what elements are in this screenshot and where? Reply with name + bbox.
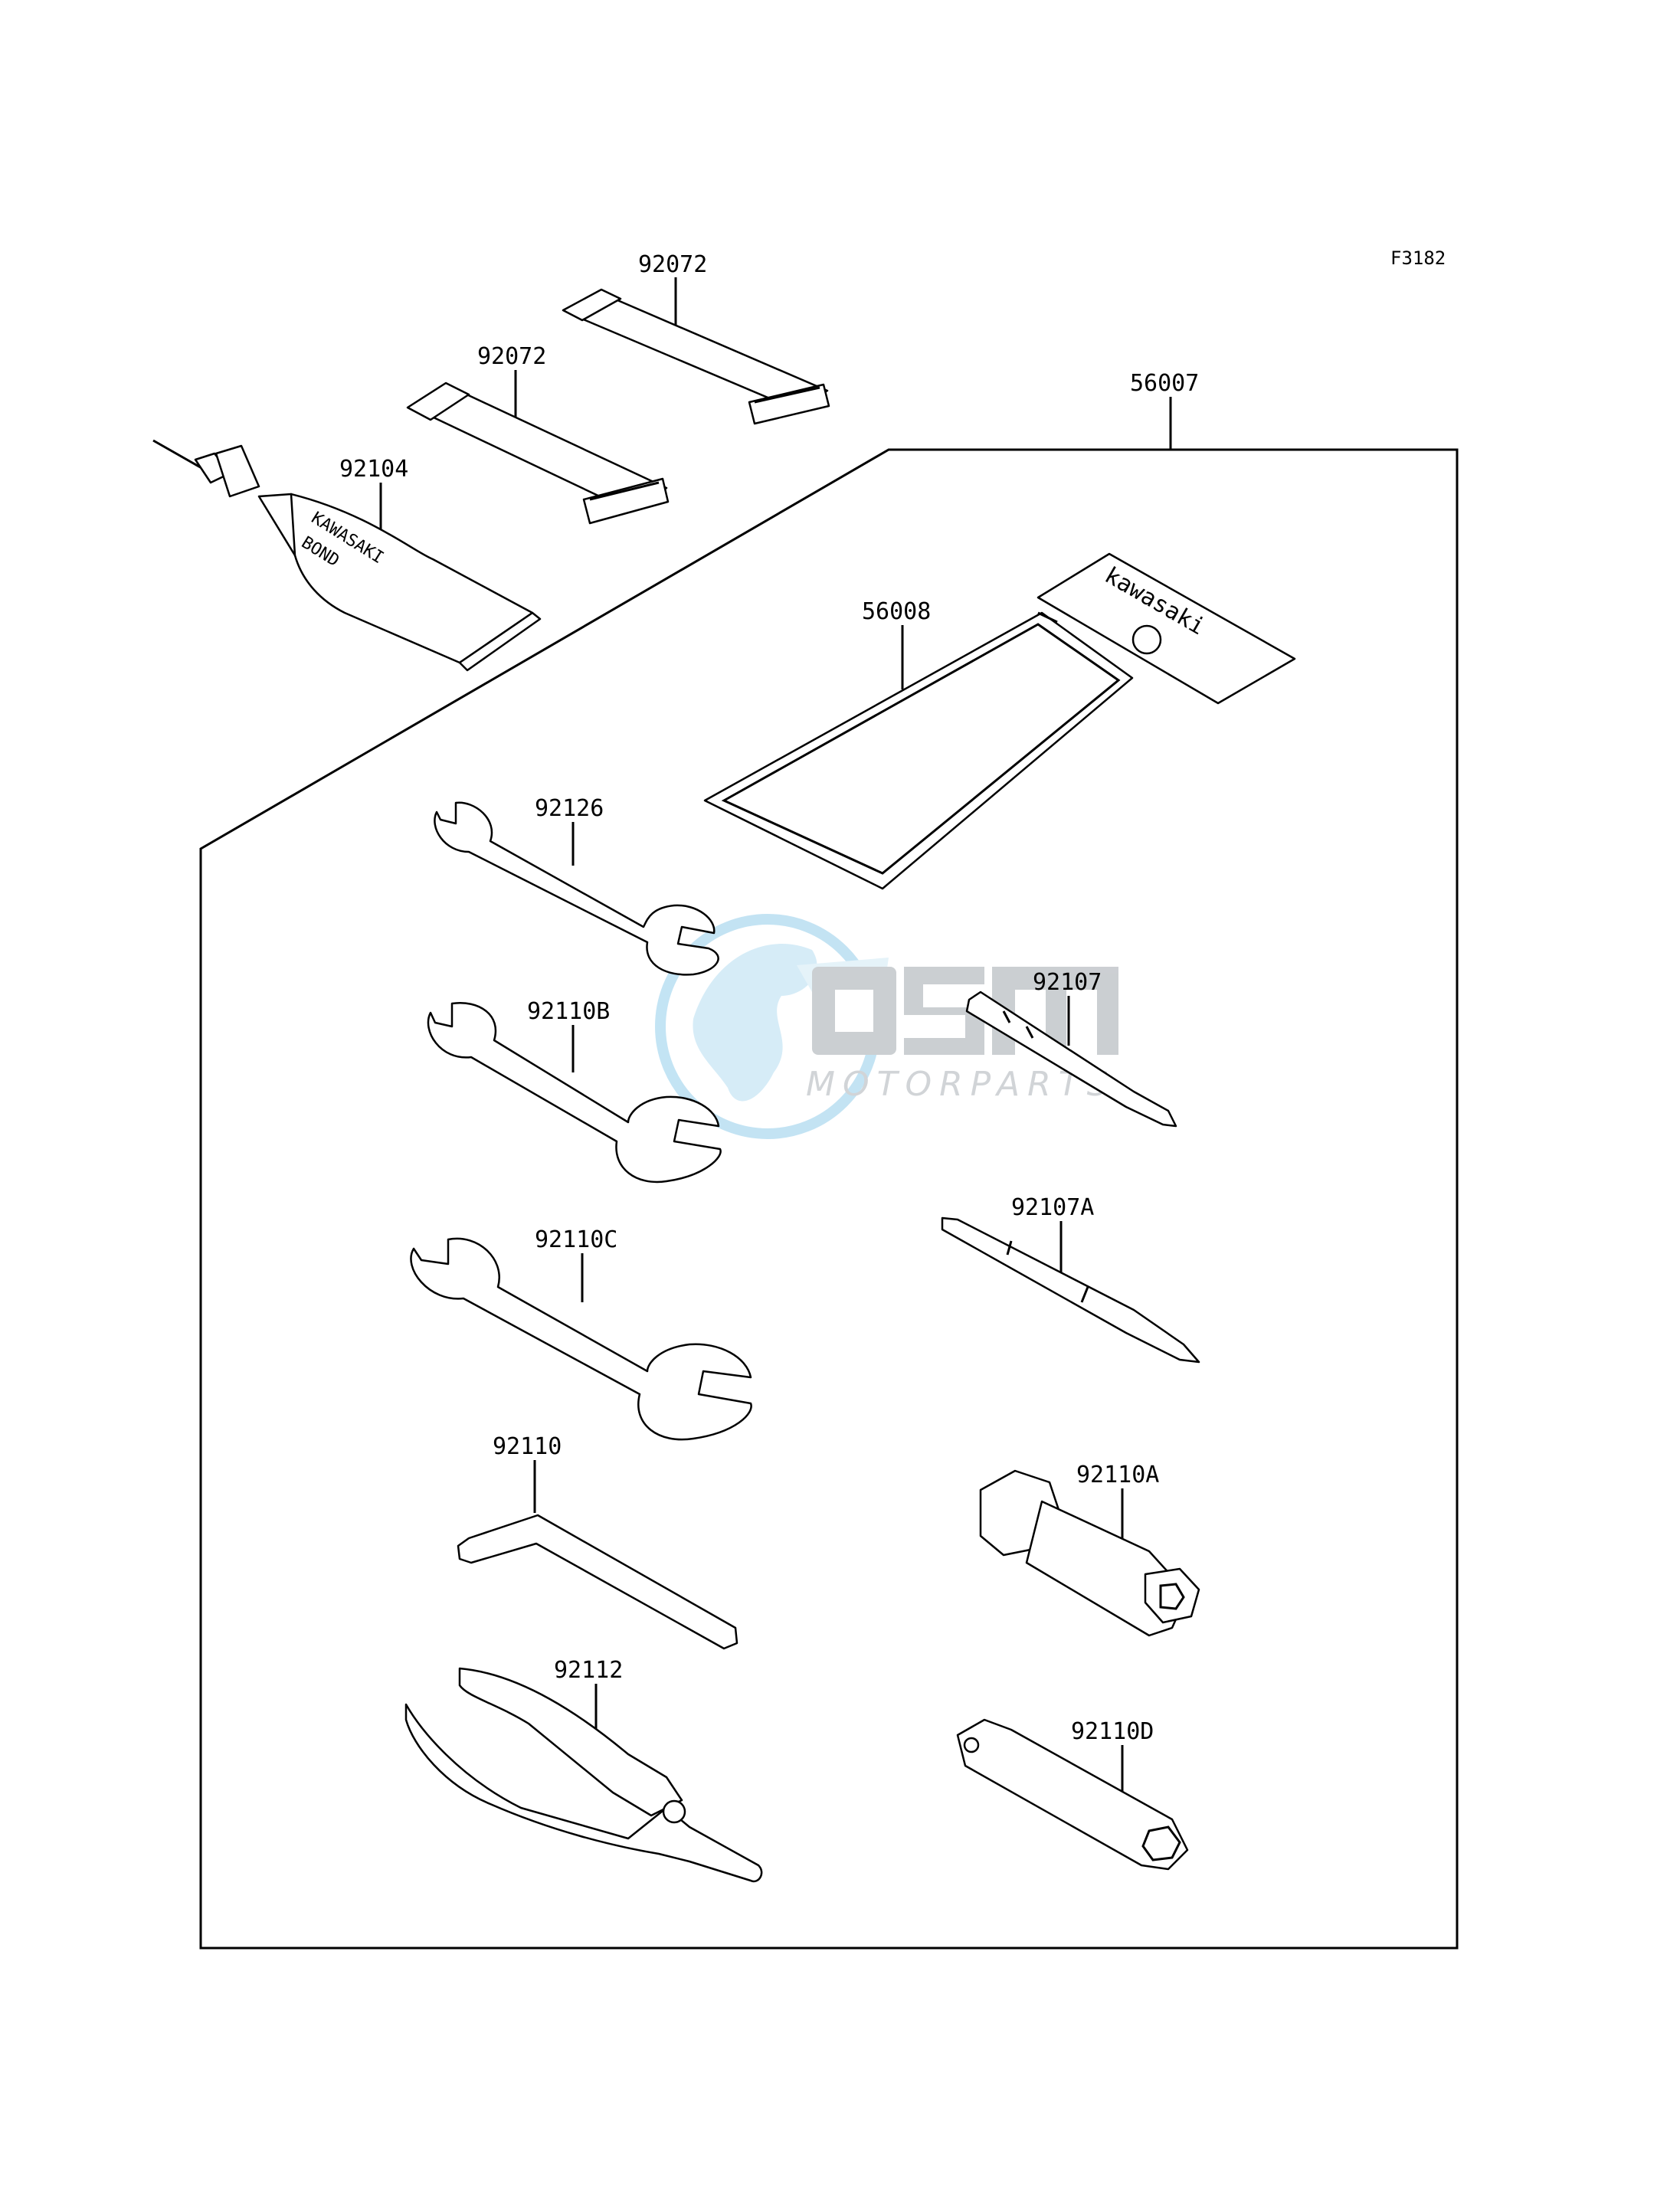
bond-tube-92104: KAWASAKI BOND [152,439,542,672]
part-label-92110d: 92110D [1071,1718,1154,1745]
wrench-92110b [427,1001,722,1184]
figure-id: F3182 [1390,247,1446,269]
watermark-logo: MOTORPARTS [655,914,1118,1139]
part-label-92126: 92126 [535,795,604,822]
hex-key-92110 [457,1514,738,1650]
plug-wrench-92110a [979,1469,1200,1637]
strap-92072 [406,381,670,525]
box-wrench-92110d [956,1718,1189,1871]
leader-lines [379,277,1172,1800]
part-label-56007: 56007 [1130,370,1199,397]
part-label-56008: 56008 [862,598,931,625]
part-label-92107a: 92107A [1011,1194,1094,1221]
part-label-92110b: 92110B [527,998,610,1025]
owners-pouch-56008: kawasaki [703,552,1296,890]
screwdriver-bit-92107a [941,1216,1200,1364]
part-labels: 92072 92072 92104 56007 56008 92126 9211… [339,251,1199,1745]
part-label-92107: 92107 [1033,969,1102,996]
part-label-92110a: 92110A [1076,1462,1159,1488]
strap-92072-top [562,288,830,425]
watermark-text: MOTORPARTS [806,1065,1116,1104]
kit-outline [199,448,1459,1950]
globe-continents [693,944,817,1102]
pliers-92112 [404,1667,763,1883]
part-label-92112: 92112 [554,1657,623,1684]
wrench-92110c [410,1237,752,1441]
wrench-92126 [434,801,719,976]
osm-mark [812,967,1118,1055]
box-wrench-hole-icon [963,1737,980,1753]
part-label-92104: 92104 [339,456,408,483]
pliers-pivot-icon [662,1799,686,1824]
part-label-92072: 92072 [477,343,546,370]
screwdriver-92107 [965,990,1177,1128]
pouch-snap-button [1131,624,1162,655]
part-label-92072-top: 92072 [638,251,707,278]
part-label-92110c: 92110C [535,1226,617,1253]
part-label-92110: 92110 [493,1433,562,1460]
